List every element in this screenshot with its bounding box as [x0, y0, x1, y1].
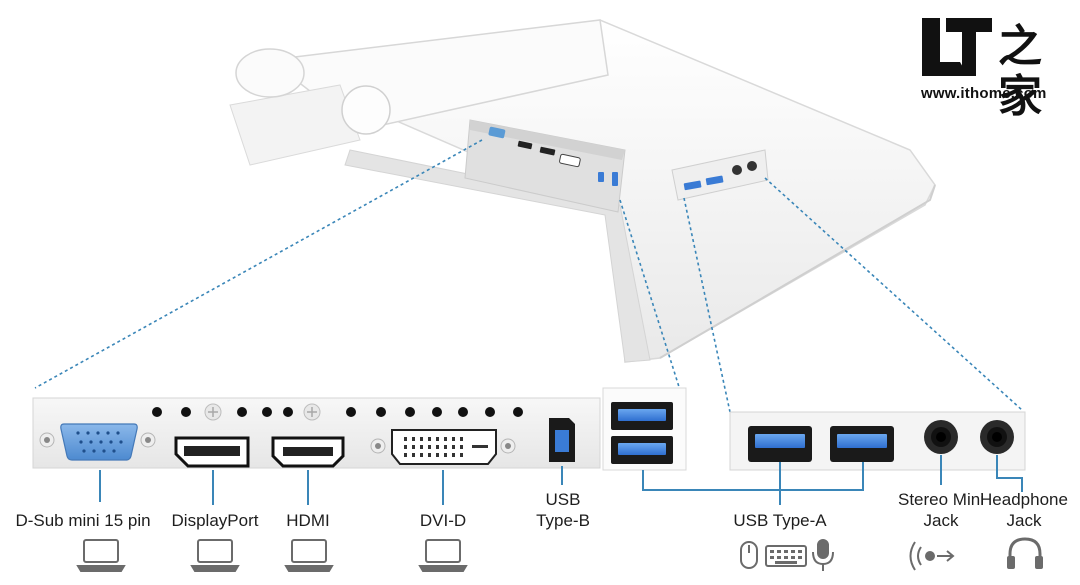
stereo-mini-jack-label-line1: Stereo Mini — [898, 490, 984, 509]
laptop-icon — [76, 539, 126, 572]
keyboard-icon — [765, 545, 807, 567]
stereo-mini-jack — [924, 420, 958, 454]
callout-lines — [99, 455, 1023, 505]
dsub-label: D-Sub mini 15 pin — [15, 511, 151, 530]
leader-lines — [34, 139, 1023, 413]
monitor-illustration — [229, 19, 936, 363]
microphone-icon — [812, 539, 834, 571]
headphone-jack — [980, 420, 1014, 454]
ithome-logo-chinese: 之家 — [998, 21, 1042, 122]
laptop-icon — [284, 539, 334, 572]
dvid-port — [370, 429, 516, 465]
headphone-jack-label-line1: Headphone — [980, 490, 1068, 509]
usb-type-b-label-line2: Type-B — [536, 511, 590, 530]
usb-type-a-stack — [611, 402, 673, 464]
vga-port — [39, 423, 156, 461]
stereo-mini-jack-label-line2: Jack — [923, 511, 959, 530]
ithome-url: www.ithome.com — [921, 85, 1047, 102]
hdmi-label: HDMI — [286, 511, 330, 530]
dvid-label: DVI-D — [419, 511, 467, 530]
usb-type-a-label: USB Type-A — [733, 511, 827, 530]
usb-type-a-side — [748, 426, 894, 462]
laptop-icon — [418, 539, 468, 572]
displayport-port — [174, 436, 250, 468]
port-panel — [32, 387, 1026, 471]
hdmi-port — [271, 436, 345, 468]
displayport-label: DisplayPort — [171, 511, 259, 530]
ithome-logo-mark — [922, 18, 992, 76]
usb-type-b-port — [549, 418, 575, 462]
laptop-icon — [190, 539, 240, 572]
headphone-jack-label-line2: Jack — [1006, 511, 1042, 530]
mouse-icon — [740, 541, 758, 569]
headphone-icon — [1007, 537, 1043, 569]
audio-signal-icon — [909, 541, 955, 571]
usb-type-b-label-line1: USB — [545, 490, 581, 509]
